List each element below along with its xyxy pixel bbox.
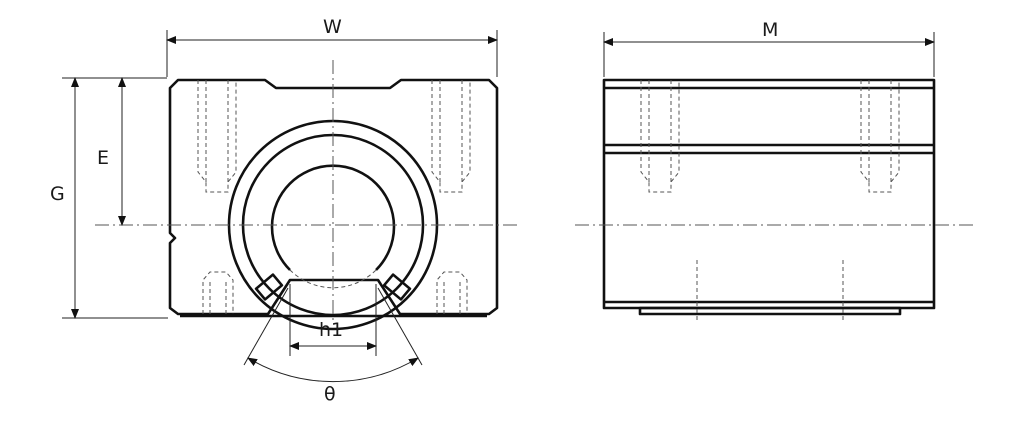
label-e: E (97, 147, 109, 169)
dimension-e: E (97, 77, 167, 226)
label-g: G (50, 183, 65, 205)
front-bottom-bolt-holes (202, 271, 468, 314)
dimension-theta: θ (243, 287, 423, 405)
label-m: M (762, 19, 778, 41)
dimension-g: G (50, 77, 168, 319)
side-base-plate (638, 306, 902, 316)
seal-left (254, 273, 284, 301)
bearing-outer-ring (227, 119, 439, 331)
front-top-bolt-holes (197, 80, 471, 193)
dimension-h1: h1 (289, 284, 377, 356)
label-h1: h1 (319, 319, 343, 341)
front-view (95, 60, 520, 331)
label-w: W (323, 16, 342, 38)
side-view (575, 78, 975, 322)
dimension-m: M (603, 19, 935, 77)
label-theta: θ (324, 383, 336, 405)
seal-right (382, 273, 412, 301)
dimension-w: W (166, 16, 498, 77)
side-bolt-holes (640, 80, 900, 193)
side-housing-outline (602, 78, 936, 310)
